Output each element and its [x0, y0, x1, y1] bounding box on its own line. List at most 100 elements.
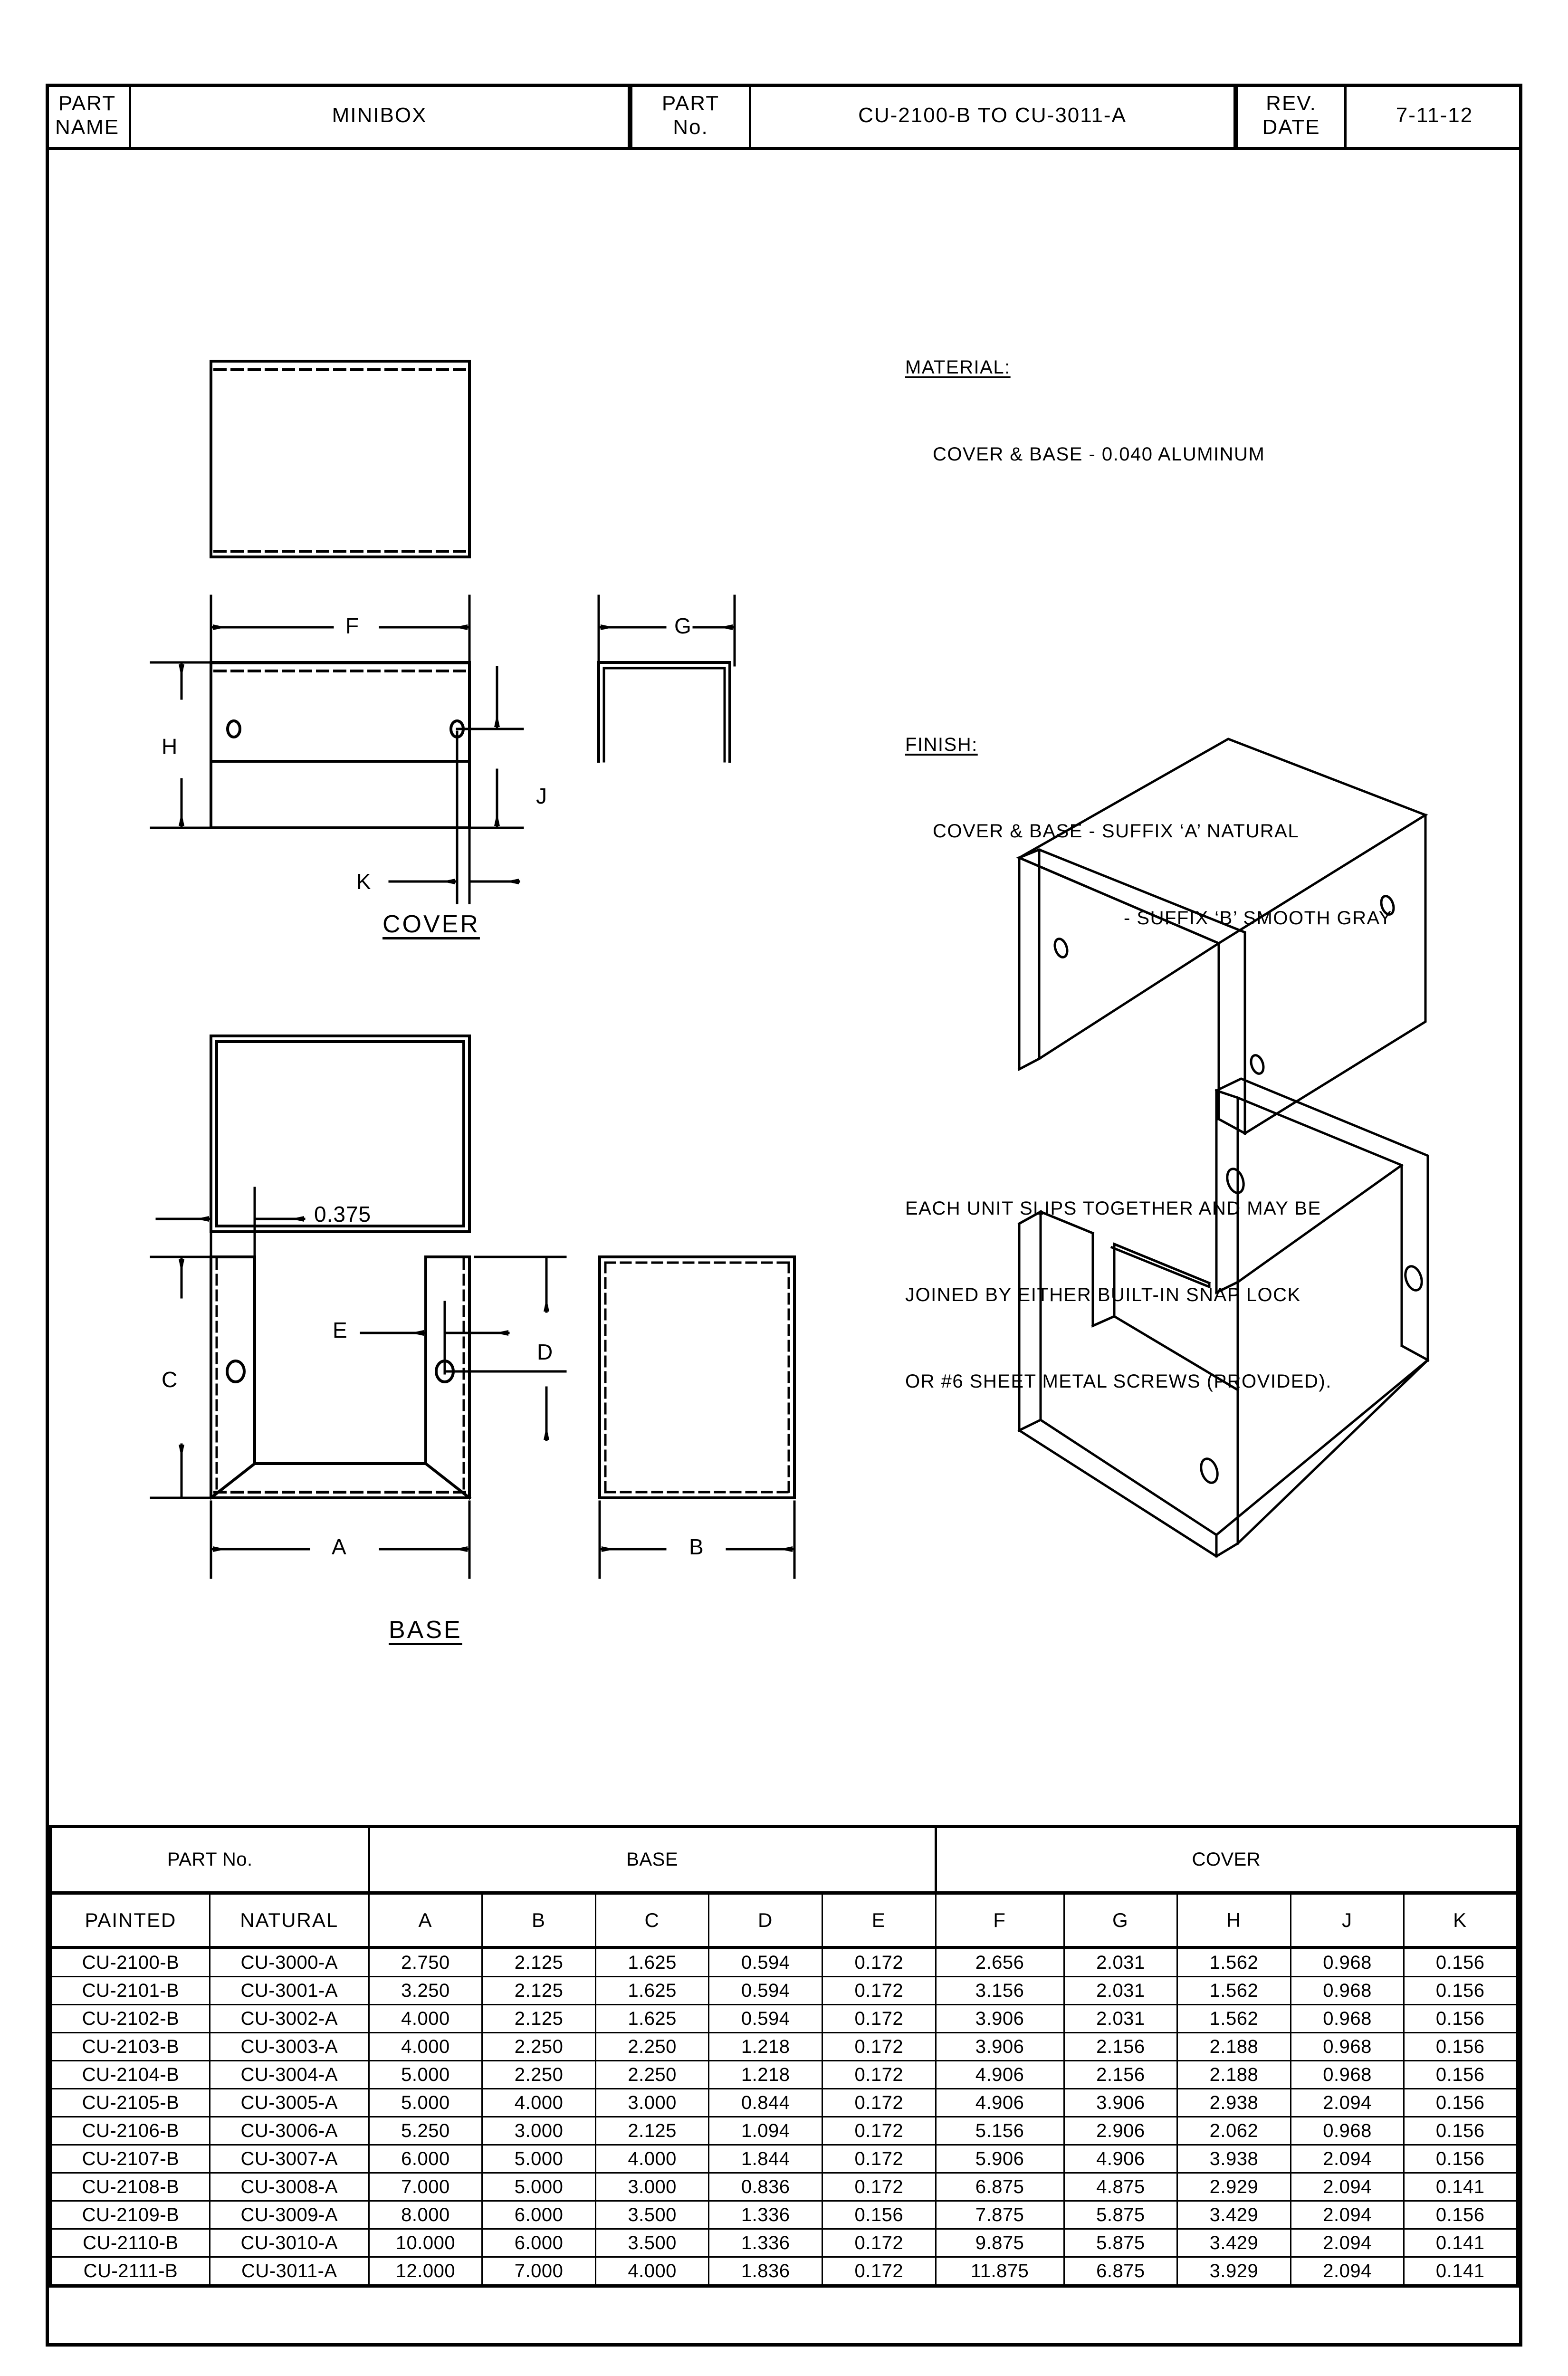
table-cell-c: 2.250 — [594, 2060, 710, 2089]
table-cell-a: 5.000 — [368, 2060, 483, 2089]
table-cell-a: 12.000 — [368, 2256, 483, 2288]
table-cell-g: 5.875 — [1063, 2200, 1178, 2230]
table-column-header-c: C — [594, 1891, 710, 1948]
table-cell-painted: CU-2101-B — [49, 1976, 210, 2005]
table-cell-d: 0.836 — [708, 2172, 823, 2202]
dim-label-C: C — [162, 1367, 178, 1392]
table-cell-d: 0.594 — [708, 1976, 823, 2005]
table-cell-a: 2.750 — [368, 1946, 483, 1977]
table-cell-g: 4.875 — [1063, 2172, 1178, 2202]
table-group-header: COVER — [935, 1825, 1520, 1894]
table-cell-k: 0.156 — [1403, 2004, 1519, 2033]
table-cell-g: 6.875 — [1063, 2256, 1178, 2288]
table-cell-natural: CU-3002-A — [209, 2004, 370, 2033]
part-no-value: CU-2100-B TO CU-3011-A — [751, 84, 1236, 147]
table-cell-b: 2.125 — [481, 1976, 596, 2005]
table-cell-painted: CU-2103-B — [49, 2032, 210, 2061]
table-cell-k: 0.141 — [1403, 2172, 1519, 2202]
table-cell-c: 1.625 — [594, 1976, 710, 2005]
dim-label-D: D — [537, 1340, 554, 1364]
notes-block: MATERIAL: COVER & BASE - 0.040 ALUMINUM … — [905, 238, 1392, 1517]
part-name-label: PART NAME — [46, 84, 131, 147]
table-cell-b: 3.000 — [481, 2116, 596, 2146]
table-cell-f: 3.906 — [935, 2004, 1065, 2033]
assembly-line-2: JOINED BY EITHER BUILT-IN SNAP LOCK — [905, 1284, 1301, 1306]
table-cell-b: 5.000 — [481, 2172, 596, 2202]
table-cell-a: 7.000 — [368, 2172, 483, 2202]
table-cell-b: 2.250 — [481, 2032, 596, 2061]
dim-label-J: J — [536, 784, 547, 808]
table-cell-c: 4.000 — [594, 2256, 710, 2288]
table-column-header-j: J — [1290, 1891, 1405, 1948]
table-cell-g: 2.906 — [1063, 2116, 1178, 2146]
table-cell-k: 0.156 — [1403, 2060, 1519, 2089]
table-cell-e: 0.172 — [822, 2144, 937, 2174]
table-cell-h: 3.938 — [1176, 2144, 1291, 2174]
assembly-line-1: EACH UNIT SLIPS TOGETHER AND MAY BE — [905, 1198, 1321, 1219]
table-cell-a: 4.000 — [368, 2032, 483, 2061]
sheet-border — [46, 84, 1522, 2347]
rev-date-value: 7-11-12 — [1396, 103, 1473, 127]
table-cell-natural: CU-3010-A — [209, 2228, 370, 2258]
table-cell-c: 2.250 — [594, 2032, 710, 2061]
table-cell-e: 0.172 — [822, 2088, 937, 2117]
table-cell-e: 0.172 — [822, 1976, 937, 2005]
table-cell-h: 3.429 — [1176, 2200, 1291, 2230]
table-cell-f: 3.906 — [935, 2032, 1065, 2061]
table-cell-h: 1.562 — [1176, 1946, 1291, 1977]
table-cell-j: 2.094 — [1290, 2200, 1405, 2230]
table-cell-j: 2.094 — [1290, 2144, 1405, 2174]
assembly-line-3: OR #6 SHEET METAL SCREWS (PROVIDED). — [905, 1371, 1332, 1392]
table-cell-e: 0.172 — [822, 2228, 937, 2258]
table-group-header: PART No. — [49, 1825, 370, 1894]
table-cell-natural: CU-3004-A — [209, 2060, 370, 2089]
table-cell-f: 3.156 — [935, 1976, 1065, 2005]
table-cell-natural: CU-3005-A — [209, 2088, 370, 2117]
table-cell-painted: CU-2109-B — [49, 2200, 210, 2230]
dim-label-A: A — [332, 1534, 347, 1559]
table-cell-b: 2.125 — [481, 2004, 596, 2033]
table-cell-k: 0.156 — [1403, 2116, 1519, 2146]
table-cell-f: 5.156 — [935, 2116, 1065, 2146]
material-header: MATERIAL: — [905, 357, 1011, 378]
table-cell-c: 3.500 — [594, 2200, 710, 2230]
part-no-label-l2: No. — [673, 115, 708, 139]
table-cell-b: 7.000 — [481, 2256, 596, 2288]
table-cell-f: 4.906 — [935, 2060, 1065, 2089]
rev-date-label: REV. DATE — [1238, 84, 1347, 147]
table-cell-painted: CU-2108-B — [49, 2172, 210, 2202]
table-cell-k: 0.156 — [1403, 1946, 1519, 1977]
table-cell-h: 2.062 — [1176, 2116, 1291, 2146]
table-column-header-d: D — [708, 1891, 823, 1948]
table-cell-e: 0.172 — [822, 2116, 937, 2146]
table-column-header-h: H — [1176, 1891, 1291, 1948]
part-name-value: MINIBOX — [131, 84, 630, 147]
table-cell-g: 2.031 — [1063, 1976, 1178, 2005]
table-cell-c: 1.625 — [594, 1946, 710, 1977]
table-cell-d: 1.844 — [708, 2144, 823, 2174]
table-cell-h: 3.429 — [1176, 2228, 1291, 2258]
table-cell-a: 8.000 — [368, 2200, 483, 2230]
title-block: PART NAME MINIBOX PART No. CU-2100-B TO … — [46, 84, 1522, 150]
table-cell-g: 5.875 — [1063, 2228, 1178, 2258]
table-cell-h: 2.188 — [1176, 2060, 1291, 2089]
table-cell-j: 0.968 — [1290, 1946, 1405, 1977]
table-cell-painted: CU-2104-B — [49, 2060, 210, 2089]
table-cell-j: 0.968 — [1290, 2060, 1405, 2089]
rev-date-label-l1: REV. — [1266, 92, 1317, 115]
dim-label-flange: 0.375 — [314, 1202, 372, 1226]
table-cell-painted: CU-2106-B — [49, 2116, 210, 2146]
table-cell-d: 0.844 — [708, 2088, 823, 2117]
table-cell-c: 4.000 — [594, 2144, 710, 2174]
table-cell-k: 0.156 — [1403, 2144, 1519, 2174]
table-cell-b: 4.000 — [481, 2088, 596, 2117]
table-cell-natural: CU-3008-A — [209, 2172, 370, 2202]
view-title-base: BASE — [389, 1616, 462, 1644]
dim-label-G: G — [674, 613, 692, 638]
